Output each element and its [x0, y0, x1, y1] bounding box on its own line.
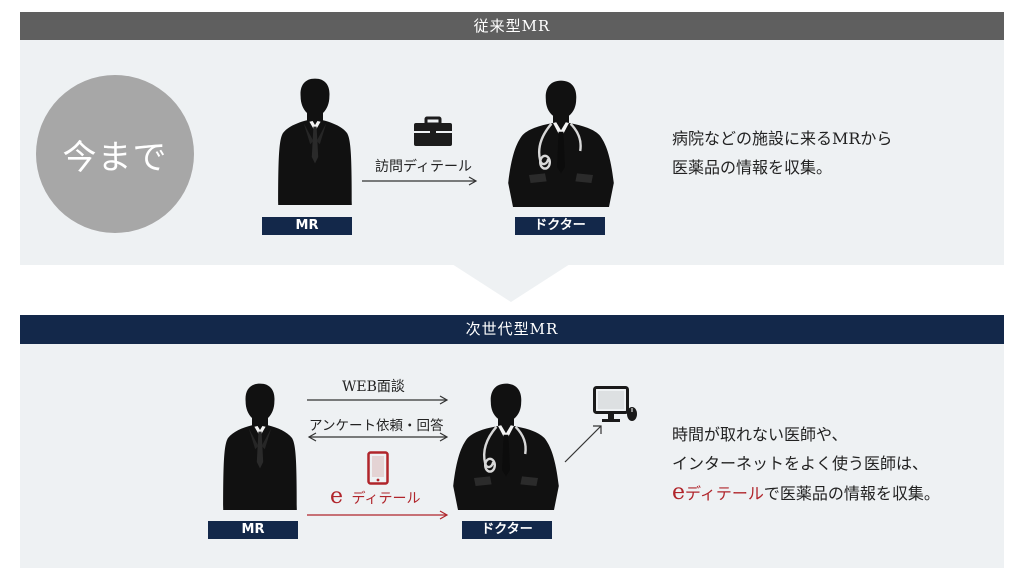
mr-figure-top: [278, 78, 352, 205]
visit-detail-label: 訪問ディテール: [375, 159, 473, 175]
header-traditional-mr: 従来型MR: [20, 12, 1004, 40]
desc-line-1: 時間が取れない医師や、: [672, 425, 848, 444]
desc-e-letter: e: [672, 480, 686, 505]
briefcase-icon: [414, 116, 452, 146]
e-detail-text: ディテール: [351, 491, 421, 507]
arrow-survey: [307, 432, 449, 442]
desc-line-2: インターネットをよく使う医師は、: [672, 454, 929, 473]
circle-text: 今まで: [62, 137, 168, 178]
mr-figure-bottom: [223, 383, 297, 510]
arrow-web-meeting: [307, 395, 449, 405]
survey-label: アンケート依頼・回答: [309, 418, 444, 434]
desc-line-2: 医薬品の情報を収集。: [672, 158, 833, 177]
mr-tag-bottom: MR: [208, 521, 298, 539]
down-notch: [452, 264, 570, 302]
arrow-e-detail: [307, 510, 449, 520]
e-detail-label: e ディテール: [330, 484, 421, 509]
mr-tag-top: MR: [262, 217, 352, 235]
next-gen-description: 時間が取れない医師や、 インターネットをよく使う医師は、 eディテールで医薬品の…: [672, 420, 940, 508]
traditional-description: 病院などの施設に来るMRから 医薬品の情報を収集。: [672, 124, 892, 182]
doctor-figure-top: [506, 79, 616, 209]
header-next-gen-mr: 次世代型MR: [20, 315, 1004, 344]
desc-line-1: 病院などの施設に来るMRから: [672, 129, 893, 148]
arrow-to-monitor: [564, 425, 602, 463]
doctor-tag-bottom: ドクター: [462, 521, 552, 539]
arrow-visit-detail: [362, 176, 478, 186]
desc-e-detail: ディテール: [685, 484, 764, 503]
monitor-mouse-icon: [593, 386, 637, 422]
doctor-figure-bottom: [451, 382, 561, 512]
desc-rest: で医薬品の情報を収集。: [763, 484, 940, 503]
circle-label-until-now: 今まで: [36, 75, 194, 233]
web-meeting-label: WEB面談: [342, 379, 405, 395]
e-letter: e: [330, 484, 344, 509]
desc-line-3: eディテールで医薬品の情報を収集。: [672, 478, 940, 508]
tablet-icon: [367, 451, 389, 485]
doctor-tag-top: ドクター: [515, 217, 605, 235]
